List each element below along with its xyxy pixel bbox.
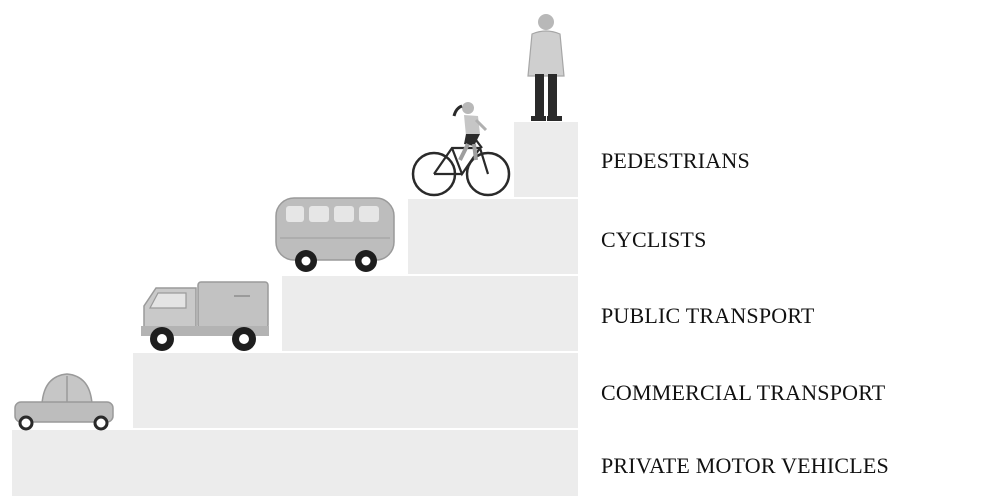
bicycle-icon <box>411 102 511 197</box>
pedestrian-icon <box>527 14 565 121</box>
truck-icon <box>141 281 269 351</box>
step-private-motor-vehicles <box>12 430 578 496</box>
label-cyclists: CYCLISTS <box>601 227 707 252</box>
step-pedestrians <box>514 122 578 197</box>
label-pedestrians: PEDESTRIANS <box>601 148 750 173</box>
step-cyclists <box>408 199 578 274</box>
car-icon <box>14 373 114 431</box>
label-private-motor-vehicles: PRIVATE MOTOR VEHICLES <box>601 453 889 478</box>
bus-icon <box>275 197 395 272</box>
label-commercial-transport: COMMERCIAL TRANSPORT <box>601 380 886 405</box>
step-public-transport <box>282 276 578 351</box>
step-commercial-transport <box>133 353 578 428</box>
label-public-transport: PUBLIC TRANSPORT <box>601 303 815 328</box>
